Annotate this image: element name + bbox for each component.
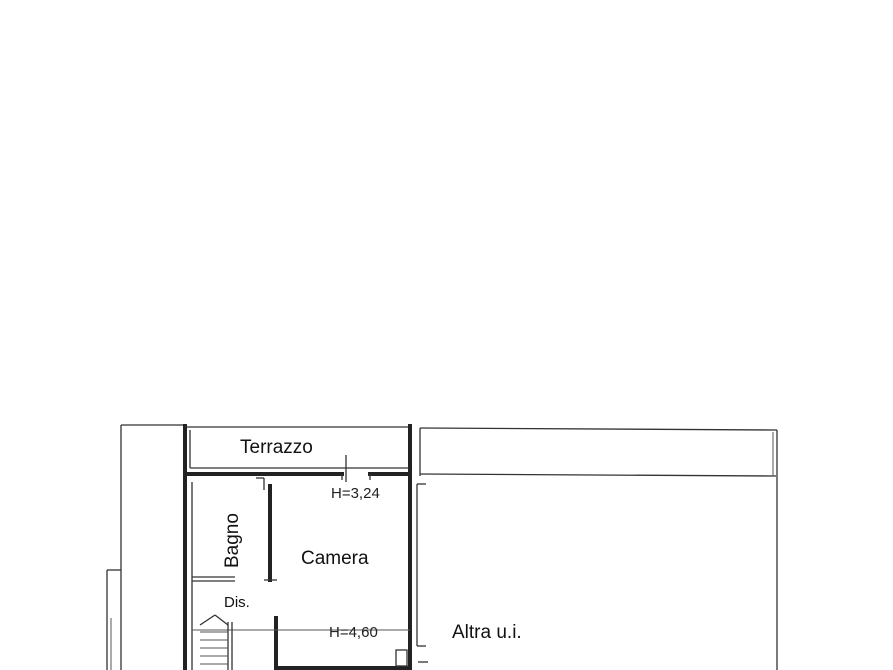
room-label-bagno: Bagno	[222, 513, 243, 568]
altra-ui-area	[419, 427, 778, 670]
outer-left-boundary	[106, 424, 186, 670]
height-label-top: H=3,24	[331, 485, 380, 502]
terrazzo-area	[183, 424, 412, 476]
staircase	[199, 614, 233, 670]
left-wall	[183, 472, 193, 670]
room-label-dis: Dis.	[224, 594, 250, 611]
room-label-altra-ui: Altra u.i.	[452, 622, 522, 643]
height-label-bottom: H=4,60	[329, 624, 378, 641]
room-label-terrazzo: Terrazzo	[240, 437, 313, 458]
room-label-camera: Camera	[301, 548, 369, 569]
bagno-partition	[192, 484, 277, 582]
camera-right-wall	[408, 472, 426, 670]
terrace-wall	[183, 455, 412, 490]
